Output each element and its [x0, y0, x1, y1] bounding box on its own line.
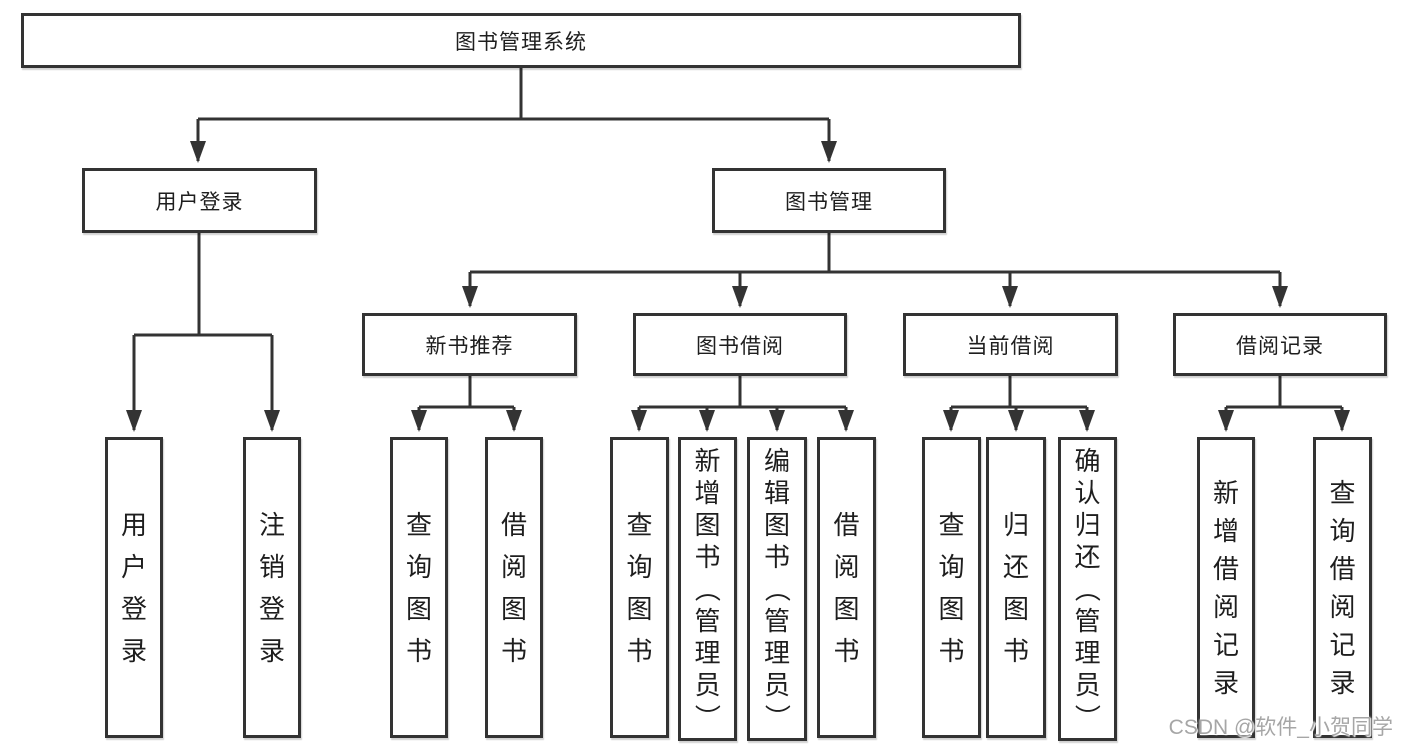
csdn-watermark: CSDN @软件_小贺同学 — [1168, 716, 1393, 739]
node-current-borrowing: 当前借阅 — [903, 313, 1118, 376]
node-new-book-recommendation: 新书推荐 — [362, 313, 577, 376]
node-leaf-query-books-current: 查询图书 — [922, 437, 981, 738]
node-leaf-return-books: 归还图书 — [986, 437, 1046, 738]
node-leaf-add-books-admin: 新增图书（管理员） — [678, 437, 737, 741]
node-leaf-confirm-return-admin: 确认归还（管理员） — [1058, 437, 1117, 741]
node-leaf-add-borrow-record: 新增借阅记录 — [1197, 437, 1255, 738]
node-book-management: 图书管理 — [712, 168, 946, 233]
node-leaf-borrow-books-recommend: 借阅图书 — [485, 437, 543, 738]
node-book-borrowing: 图书借阅 — [633, 313, 847, 376]
node-leaf-logout: 注销登录 — [243, 437, 301, 738]
node-leaf-query-books-recommend: 查询图书 — [390, 437, 448, 738]
node-leaf-query-books-borrow: 查询图书 — [610, 437, 669, 738]
node-leaf-query-borrow-record: 查询借阅记录 — [1313, 437, 1372, 738]
node-library-management-system: 图书管理系统 — [21, 13, 1021, 68]
node-borrowing-records: 借阅记录 — [1173, 313, 1387, 376]
node-user-login: 用户登录 — [82, 168, 317, 233]
node-leaf-user-login: 用户登录 — [105, 437, 163, 738]
node-leaf-borrow-books: 借阅图书 — [817, 437, 876, 738]
node-leaf-edit-books-admin: 编辑图书（管理员） — [747, 437, 807, 741]
